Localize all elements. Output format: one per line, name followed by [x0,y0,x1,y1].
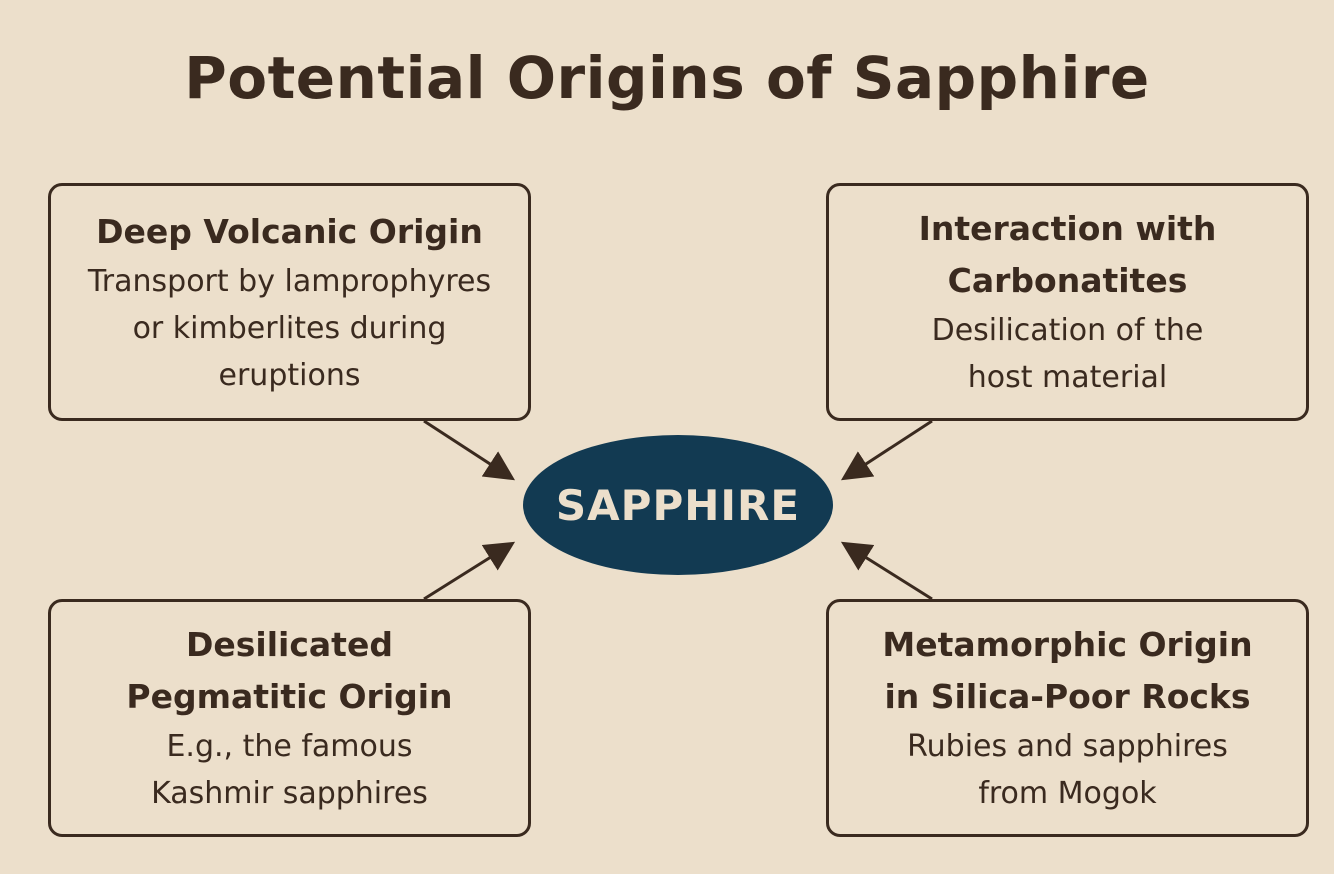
diagram-title: Potential Origins of Sapphire [184,44,1150,112]
center-label: SAPPHIRE [555,480,801,530]
box-description: E.g., the famous Kashmir sapphires [151,729,428,811]
arrow-volcanic-to-sapphire [423,419,516,481]
box-description: Desilication of the host material [931,313,1204,395]
arrow-pegmatitic-to-sapphire [423,541,516,601]
arrow-metamorphic-to-sapphire [840,541,933,601]
arrow-carbonatites-to-sapphire [840,419,933,481]
box-heading: Deep Volcanic Origin [96,211,483,251]
box-heading: Metamorphic Origin in Silica-Poor Rocks [882,625,1253,716]
box-heading: Desilicated Pegmatitic Origin [126,625,453,716]
box-deep-volcanic-origin: Deep Volcanic Origin Transport by lampro… [48,183,531,421]
box-description: Rubies and sapphires from Mogok [907,729,1228,811]
box-description: Transport by lamprophyres or kimberlites… [87,263,492,393]
box-heading: Interaction with Carbonatites [918,209,1217,300]
box-desilicated-pegmatitic-origin: Desilicated Pegmatitic Origin E.g., the … [48,599,531,837]
box-metamorphic-origin: Metamorphic Origin in Silica-Poor Rocks … [826,599,1309,837]
sapphire-center-node: SAPPHIRE [523,435,833,575]
box-interaction-with-carbonatites: Interaction with Carbonatites Desilicati… [826,183,1309,421]
